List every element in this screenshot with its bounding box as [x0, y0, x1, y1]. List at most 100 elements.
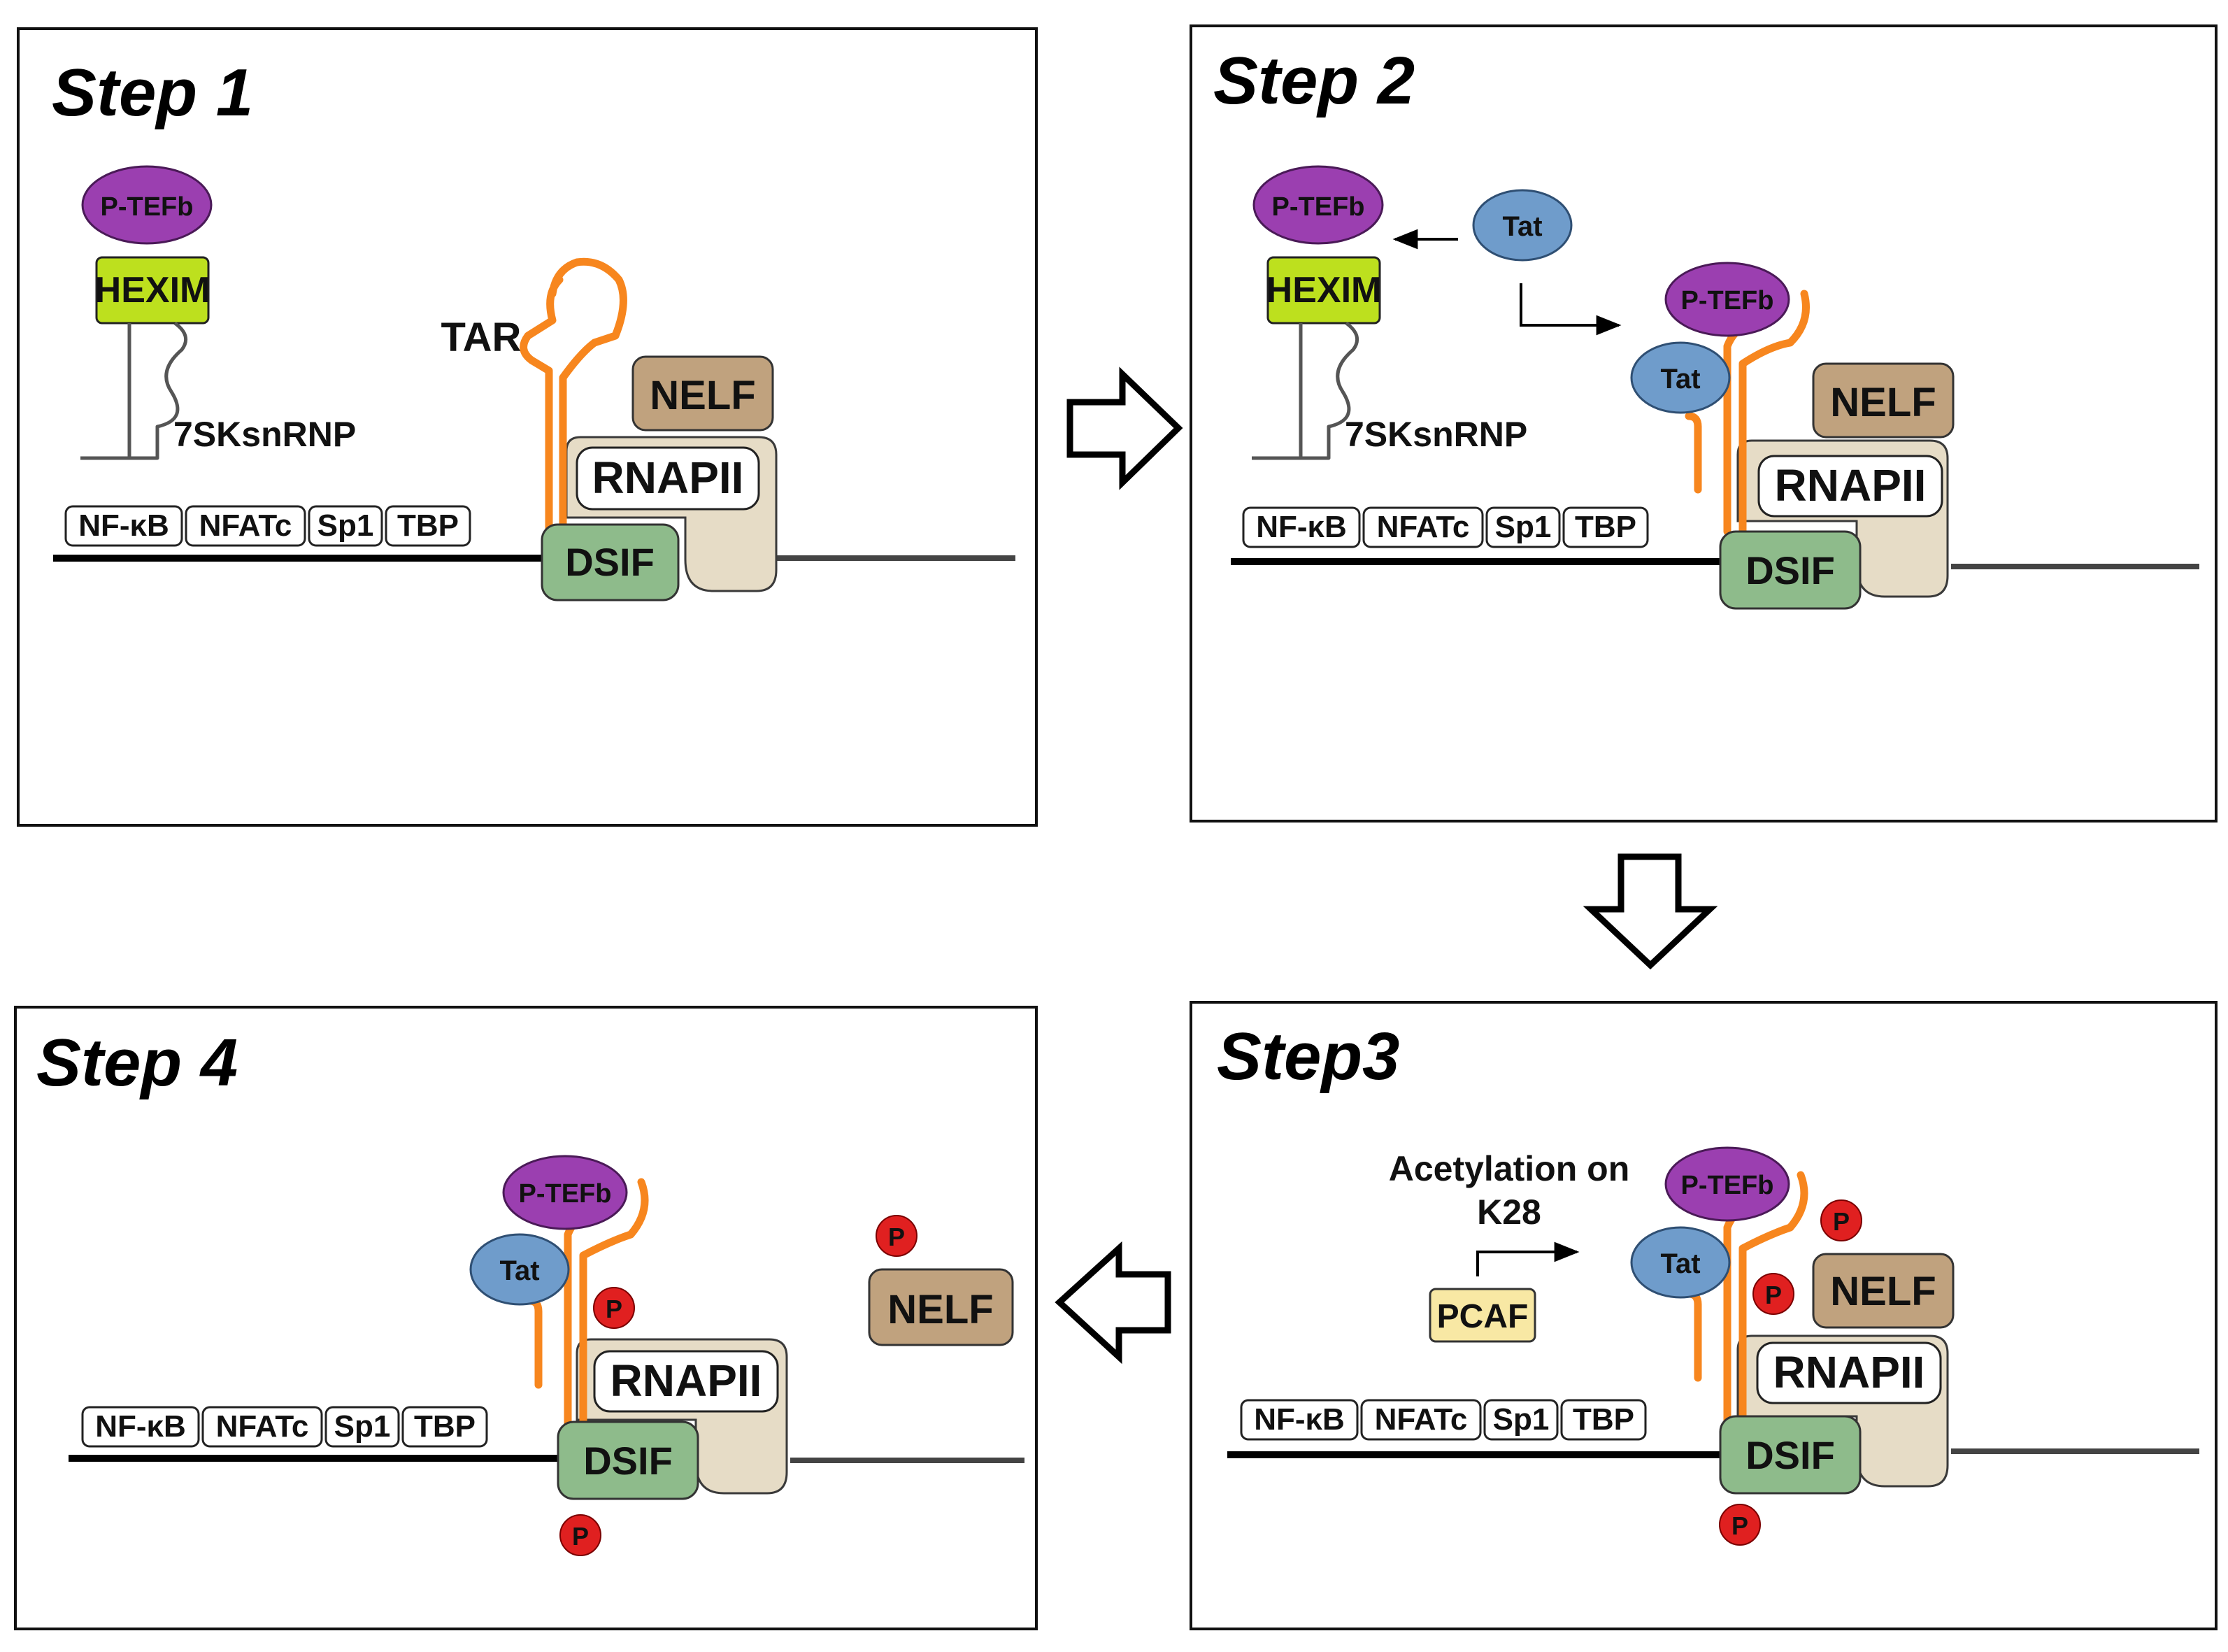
dsif-label: DSIF	[583, 1439, 673, 1483]
tf-label: Sp1	[317, 508, 374, 543]
snrnp-rna	[80, 321, 188, 460]
rnapii-label: RNAPII	[1775, 460, 1927, 511]
tf-label: Sp1	[334, 1409, 391, 1444]
ptefb	[81, 165, 213, 245]
tf-box	[1362, 506, 1484, 548]
ptefb-label: P-TEFb	[1681, 1171, 1774, 1200]
tf-label: NF-κB	[78, 508, 169, 543]
panel-step-1: Step 1 P-TEFb HEXIM 7SKsnRNP NF-κB NFATc…	[17, 27, 1038, 827]
phospho-marker: P	[593, 1287, 635, 1329]
step-title: Step3	[1217, 1019, 1399, 1094]
polymerase-complex: NELF RNAPII P-TEFb Tat DSIF	[1630, 262, 1955, 610]
tf-box	[64, 505, 183, 547]
tf-label: NFATc	[216, 1409, 309, 1444]
rnapii-label: RNAPII	[592, 453, 744, 503]
nelf	[1812, 1253, 1955, 1329]
phospho-label: P	[1731, 1511, 1748, 1540]
tf-box	[81, 1406, 200, 1448]
rnapii-label-box	[593, 1350, 779, 1413]
phospho-circle	[1752, 1273, 1794, 1315]
acetylation-arrow	[1476, 1241, 1580, 1276]
ptefb-label: P-TEFb	[1272, 192, 1365, 222]
ptefb	[1664, 262, 1790, 337]
polymerase-complex: RNAPII P-TEFb Tat DSIF P P	[469, 1155, 788, 1556]
tat-bound	[469, 1233, 570, 1306]
rnapii-label: RNAPII	[1773, 1347, 1925, 1397]
tf-box	[1360, 1399, 1482, 1441]
panel-step-4: Step 4 NF-κB NFATc Sp1 TBP RNAPII P-TEFb…	[14, 1006, 1038, 1630]
tat-free	[1472, 189, 1573, 262]
hexim	[1266, 256, 1381, 325]
pcaf-label: PCAF	[1437, 1298, 1529, 1335]
ptefb	[1252, 165, 1384, 245]
ptefb	[1664, 1146, 1790, 1222]
polymerase-complex: NELF RNAPII P-TEFb Tat DSIF P P P	[1630, 1146, 1955, 1546]
phospho-marker: P	[1719, 1504, 1761, 1546]
nelf-label: NELF	[1830, 380, 1936, 425]
hexim-label: HEXIM	[95, 270, 210, 311]
tf-box	[324, 1406, 400, 1448]
tat-bound	[1630, 1226, 1731, 1299]
dsif	[557, 1420, 699, 1500]
step-title: Step 4	[36, 1025, 238, 1100]
flow-arrow-right	[1066, 366, 1183, 490]
rnapii-label-box	[1756, 1341, 1942, 1404]
dsif-label: DSIF	[1745, 548, 1835, 592]
dsif-label: DSIF	[565, 540, 655, 584]
phospho-circle	[559, 1514, 601, 1556]
tf-box	[201, 1406, 323, 1448]
tat-label: Tat	[1502, 211, 1542, 242]
snrnp-label: 7SKsnRNP	[173, 415, 356, 454]
phospho-label: P	[572, 1522, 589, 1551]
tar-rna	[520, 257, 627, 536]
flow-arrow-down	[1583, 853, 1718, 970]
nelf-label: NELF	[887, 1287, 993, 1332]
tf-box	[1562, 506, 1649, 548]
tf-box	[1560, 1399, 1647, 1441]
recruit-arrow	[1520, 283, 1622, 336]
phospho-label: P	[888, 1223, 905, 1251]
phospho-marker: P	[559, 1514, 601, 1556]
rnapii-label-box	[1757, 455, 1943, 518]
tf-label: Sp1	[1495, 510, 1552, 544]
dsif	[541, 523, 680, 601]
step-title: Step 2	[1213, 43, 1415, 118]
tf-label: NFATc	[199, 508, 292, 543]
tf-label: NF-κB	[95, 1409, 186, 1444]
snrnp-complex: P-TEFb HEXIM 7SKsnRNP	[1252, 165, 1527, 460]
dsif	[1719, 530, 1862, 610]
tf-box	[1485, 506, 1561, 548]
tf-box	[401, 1406, 488, 1448]
tf-row: NF-κB NFATc Sp1 TBP	[64, 505, 471, 547]
acetylation-label: K28	[1477, 1192, 1541, 1232]
flow-arrow-left	[1055, 1241, 1171, 1365]
ptefb-label: P-TEFb	[101, 192, 194, 222]
hexim-label: HEXIM	[1266, 270, 1382, 311]
tf-row: NF-κB NFATc Sp1 TBP	[1242, 506, 1649, 548]
tf-row: NF-κB NFATc Sp1 TBP	[81, 1406, 488, 1448]
nelf	[631, 355, 774, 432]
tat-label: Tat	[1660, 1248, 1700, 1279]
nelf	[868, 1268, 1014, 1346]
phospho-marker: P	[1752, 1273, 1794, 1315]
phospho-circle	[593, 1287, 635, 1329]
tf-box	[185, 505, 306, 547]
tf-box	[1483, 1399, 1559, 1441]
snrnp-label: 7SKsnRNP	[1345, 415, 1527, 454]
phospho-circle	[1719, 1504, 1761, 1546]
panel-step-3: Step3 Acetylation on K28 PCAF NF-κB NFAT…	[1190, 1001, 2218, 1630]
panel-frame	[1190, 1001, 2218, 1630]
tf-label: NF-κB	[1256, 510, 1347, 544]
phospho-circle	[876, 1215, 917, 1257]
phospho-label: P	[606, 1295, 622, 1323]
panel-frame	[14, 1006, 1038, 1630]
tf-label: TBP	[1573, 1402, 1634, 1437]
polymerase-complex: NELF RNAPII TAR DSIF	[441, 257, 778, 601]
tf-box	[1240, 1399, 1359, 1441]
panel-frame	[1190, 24, 2218, 823]
phospho-marker: P	[1820, 1199, 1862, 1241]
pcaf	[1429, 1288, 1536, 1343]
tf-label: TBP	[414, 1409, 476, 1444]
tf-label: TBP	[1575, 510, 1636, 544]
